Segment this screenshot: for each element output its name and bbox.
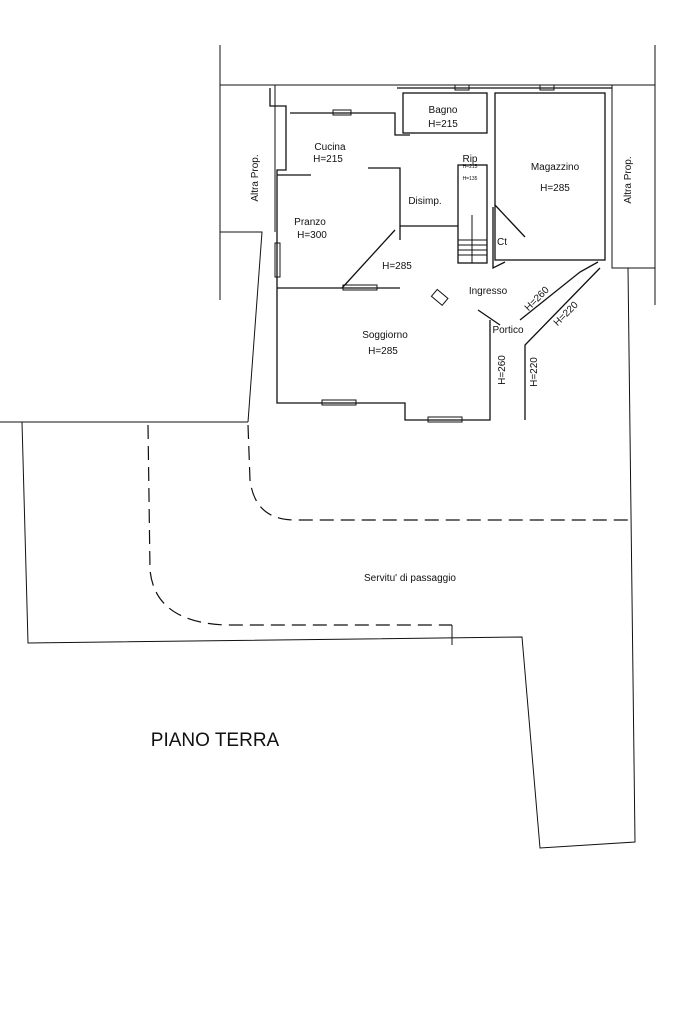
plan-title: PIANO TERRA — [151, 730, 280, 751]
ingresso-label: Ingresso — [469, 286, 508, 297]
easement-label: Servitu' di passaggio — [364, 573, 456, 584]
disimpegno-label: Disimp. — [408, 196, 441, 207]
portico-height-b: H=220 — [529, 357, 540, 387]
soggiorno-label: Soggiorno — [362, 330, 408, 341]
portico-label: Portico — [492, 325, 524, 336]
bagno-label: Bagno — [429, 105, 458, 116]
portico-height-c: H=260 — [523, 285, 552, 314]
bagno-height: H=215 — [428, 119, 458, 130]
cucina-height: H=215 — [313, 154, 343, 165]
building-walls — [269, 84, 612, 423]
ripostiglio-height-2: H=135 — [463, 176, 478, 182]
ingresso-height: H=285 — [382, 261, 412, 272]
neighbour-right-label: Altra Prop. — [623, 156, 634, 203]
portico-height-a: H=260 — [497, 355, 508, 385]
cucina-label: Cucina — [314, 142, 346, 153]
pranzo-label: Pranzo — [294, 217, 326, 228]
portico-height-d: H=220 — [552, 300, 581, 329]
easement-path — [147, 424, 632, 626]
property-boundaries — [0, 45, 656, 849]
magazzino-height: H=285 — [540, 183, 570, 194]
pranzo-height: H=300 — [297, 230, 327, 241]
ripostiglio-label: Rip — [462, 154, 477, 165]
soggiorno-height: H=285 — [368, 346, 398, 357]
ct-label: Ct — [497, 237, 507, 248]
magazzino-label: Magazzino — [531, 162, 580, 173]
neighbour-left-label: Altra Prop. — [250, 154, 261, 201]
ripostiglio-height: H=215 — [463, 164, 478, 170]
